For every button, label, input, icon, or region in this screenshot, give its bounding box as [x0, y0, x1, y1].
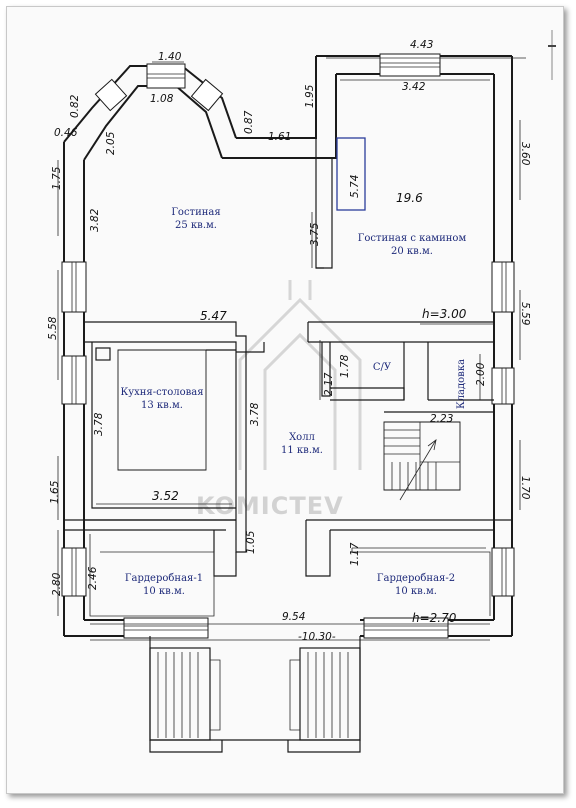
room-living-area: 25 кв.м. [175, 220, 217, 231]
interior-walls [64, 138, 512, 617]
dim-label: 1.08 [150, 93, 174, 105]
dim-label: 5.59 [519, 302, 531, 326]
dim-label: 3.52 [152, 489, 179, 503]
room-storage-name: Кладовка [456, 359, 467, 409]
dim-label: 5.74 [349, 175, 361, 198]
dim-label: 3.42 [402, 81, 426, 93]
dim-label: -10.30- [298, 631, 336, 643]
dim-label: 0.46 [54, 127, 78, 139]
dim-label: 0.82 [69, 94, 81, 118]
room-kitchen-name: Кухня-столовая [120, 387, 203, 398]
room-fireplace-area: 20 кв.м. [391, 246, 433, 257]
dim-label: h=2.70 [412, 611, 457, 625]
dim-label: 1.95 [304, 84, 316, 108]
dim-label: 19.6 [396, 191, 423, 205]
room-wc-name: С/У [373, 362, 392, 373]
dim-label: 3.78 [93, 412, 105, 436]
porch [149, 636, 361, 753]
dim-label: 2.05 [105, 131, 117, 155]
room-hall-name: Холл [289, 432, 315, 443]
dim-label: 3.60 [519, 142, 531, 166]
dim-label: 3.78 [249, 402, 261, 426]
dim-label: 4.43 [410, 39, 433, 51]
room-wardrobe1-area: 10 кв.м. [143, 586, 185, 597]
dim-label: 1.17 [349, 542, 361, 566]
dimension-labels: 1.40 1.08 0.82 0.46 2.05 0.87 1.61 1.95 … [47, 39, 531, 643]
dim-label: 9.54 [282, 611, 305, 623]
room-fireplace-name: Гостиная с камином [358, 233, 467, 244]
dim-label: 2.00 [475, 362, 487, 386]
room-kitchen-area: 13 кв.м. [141, 400, 183, 411]
dim-label: 1.05 [245, 530, 257, 554]
dim-label: 1.61 [268, 131, 291, 143]
dim-label: 1.40 [158, 51, 182, 63]
dim-label: 2.17 [323, 372, 335, 396]
room-wardrobe2-area: 10 кв.м. [395, 586, 437, 597]
watermark-text: KOMICTEV [196, 492, 344, 520]
dim-label: 2.46 [87, 566, 99, 590]
room-living-name: Гостиная [171, 207, 220, 218]
dim-label: 1.65 [49, 480, 61, 504]
room-wardrobe1-name: Гардеробная-1 [125, 573, 203, 584]
room-wardrobe2-name: Гардеробная-2 [377, 573, 455, 584]
dim-label: 5.47 [200, 309, 227, 323]
dim-label: 1.78 [339, 354, 351, 378]
watermark: KOMICTEV [196, 280, 362, 520]
room-hall-area: 11 кв.м. [281, 445, 323, 456]
dim-label: 5.58 [47, 316, 59, 340]
dim-label: 1.70 [519, 476, 531, 500]
room-labels: Гостиная 25 кв.м. Гостиная с камином 20 … [120, 207, 467, 597]
dim-label: 3.82 [89, 208, 101, 232]
dim-label: h=3.00 [422, 307, 467, 321]
dim-label: 0.87 [243, 110, 255, 134]
dim-label: 3.75 [309, 222, 321, 246]
dim-label: 1.75 [51, 166, 63, 190]
dim-label: 2.80 [51, 572, 63, 596]
dimension-lines [57, 57, 526, 641]
windows [61, 53, 515, 639]
dim-label: 2.23 [430, 413, 453, 425]
stairs [384, 422, 460, 501]
